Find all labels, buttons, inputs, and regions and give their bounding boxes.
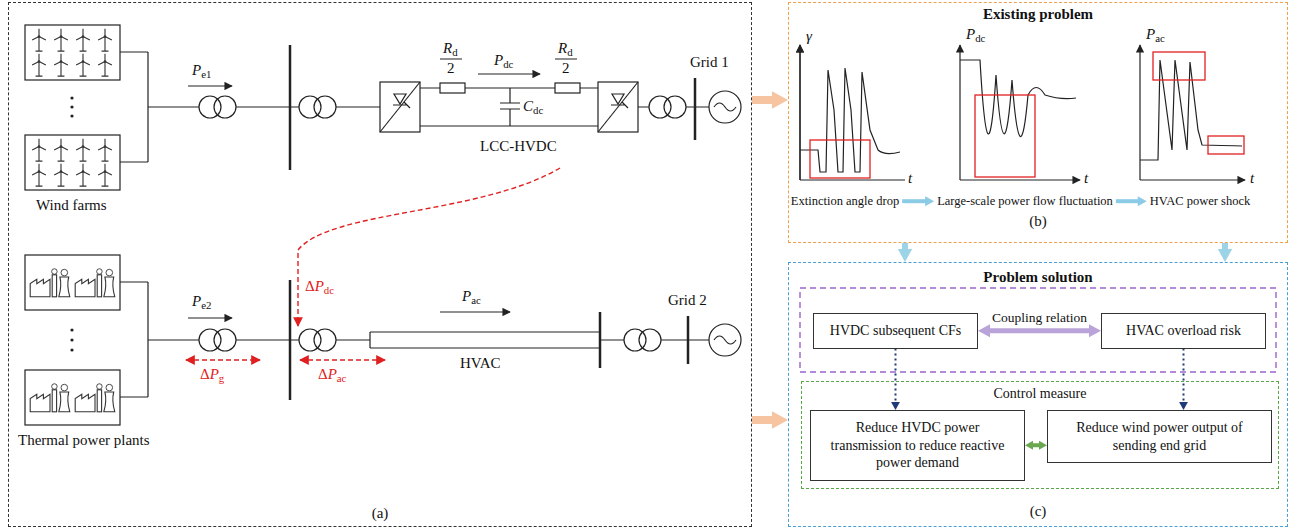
connector-arrow: [752, 91, 788, 109]
symbol-label: Pac: [1146, 26, 1165, 43]
text-label: 2: [447, 60, 455, 77]
text-label: Wind farms: [36, 197, 107, 214]
text-label: 2: [562, 60, 570, 77]
panel-title: Problem solution: [789, 269, 1287, 286]
symbol-label: t: [908, 170, 912, 187]
box-text: Reduce wind power output of sending end …: [1056, 419, 1263, 454]
box-text: Reduce HVDC power transmission to reduce…: [819, 419, 1016, 472]
text-label: HVAC power shock: [1150, 194, 1250, 208]
connector-arrow: [898, 243, 912, 262]
symbol-label: Pe1: [192, 62, 211, 79]
process-box: HVAC overload risk: [1101, 313, 1266, 349]
process-box: Reduce HVDC power transmission to reduce…: [810, 410, 1025, 481]
connector-arrow: [1025, 441, 1047, 450]
symbol-label: Pe2: [192, 293, 211, 310]
symbol-label: ΔPdc: [305, 278, 334, 295]
connector-arrow: [1218, 243, 1232, 262]
panel-title: Control measure: [802, 386, 1278, 402]
symbol-label: Rd: [558, 40, 573, 57]
text-label: Large-scale power flow fluctuation: [937, 194, 1113, 208]
text-label: HVAC: [460, 355, 501, 372]
panel: (a): [8, 2, 752, 527]
symbol-label: ΔPg: [200, 366, 224, 383]
ellipsis-dots: [70, 96, 73, 351]
text-label: Thermal power plants: [18, 432, 150, 449]
panel: Problem solution (c) HVDC subsequent CFs HV…: [788, 262, 1288, 527]
symbol-label: Pdc: [966, 26, 985, 43]
plots: [800, 45, 1245, 180]
text-label: LCC-HVDC: [480, 138, 557, 155]
symbol-label: t: [1250, 170, 1254, 187]
symbol-label: Pac: [462, 288, 481, 305]
panel-title: Existing problem: [789, 6, 1287, 23]
edge-label: Coupling relation: [990, 310, 1089, 326]
box-text: HVAC overload risk: [1110, 322, 1257, 340]
panel-tag: (c): [789, 503, 1287, 520]
process-box: HVDC subsequent CFs: [813, 313, 978, 349]
power-plants: [30, 269, 115, 412]
symbol-label: Pdc: [494, 52, 513, 69]
connector-arrow: [978, 324, 1101, 337]
group-box: Control measureReduce HVDC power transmi…: [801, 381, 1279, 489]
process-box: Reduce wind power output of sending end …: [1047, 410, 1272, 463]
symbol-label: ΔPac: [318, 366, 346, 383]
text-label: Grid 1: [690, 54, 729, 71]
symbol-label: Cdc: [523, 98, 543, 115]
panel-tag: (b): [789, 213, 1287, 230]
connector-arrow: [752, 411, 788, 429]
symbol-label: γ: [806, 28, 812, 45]
power-deviation-arrows: [186, 168, 560, 360]
connector-arrow: [1179, 349, 1188, 411]
turbines: [32, 29, 112, 186]
symbol-label: t: [1084, 170, 1088, 187]
box-text: HVDC subsequent CFs: [822, 322, 969, 340]
text-label: Grid 2: [668, 292, 707, 309]
text-label: Extinction angle drop: [791, 194, 899, 208]
system-diagram: [25, 25, 741, 425]
panel-tag: (a): [9, 505, 751, 522]
coupling-group: [800, 288, 1276, 372]
symbol-label: Rd: [443, 40, 458, 57]
connector-arrow: [891, 349, 900, 411]
highlight-boxes: [810, 52, 1244, 178]
